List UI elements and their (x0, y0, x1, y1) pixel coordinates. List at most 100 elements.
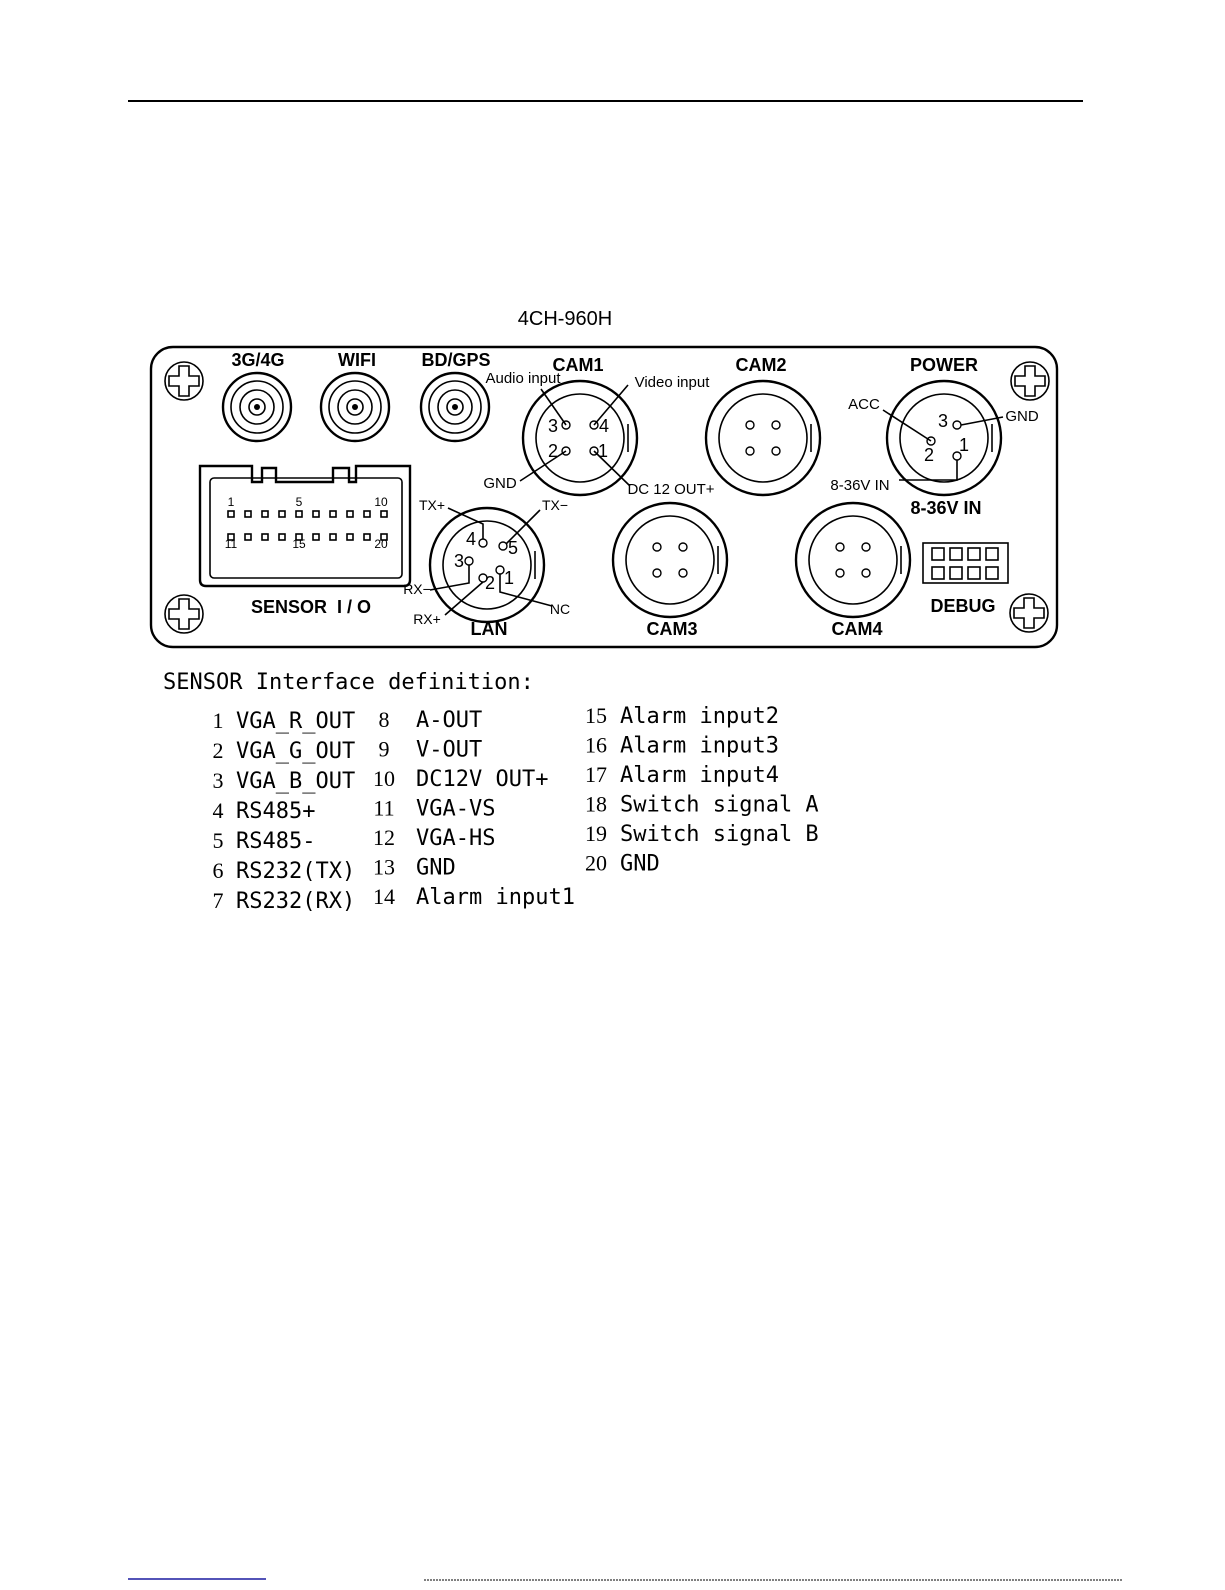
pin-def-name: Switch signal A (620, 793, 819, 818)
pin-def-name: VGA-HS (416, 826, 495, 851)
cam1-connector: CAM1 3 4 2 1 Audio input Video input GND… (483, 355, 714, 498)
pin-def-number: 17 (585, 762, 607, 787)
sensor-pin-6 (312, 510, 320, 518)
pin-def-number: 14 (373, 884, 395, 909)
pin-def-name: VGA_G_OUT (236, 739, 355, 764)
pin-def-number: 5 (213, 828, 224, 853)
definition-title: SENSOR Interface definition: (163, 670, 534, 695)
lan-nc: NC (550, 601, 570, 617)
sensor-pin-14 (278, 533, 286, 541)
sensor-pin-13 (261, 533, 269, 541)
pin-def-name: RS485+ (236, 799, 315, 824)
pin-def-name: RS232(RX) (236, 889, 355, 914)
sensor-io-connector: 1 5 10 11 15 20 SENSOR I / O (198, 464, 412, 617)
pin-def-number: 6 (213, 858, 224, 883)
pin-def-number: 11 (373, 796, 394, 821)
lan-tx-minus: TX− (542, 497, 568, 513)
pin-def-number: 8 (379, 707, 390, 732)
pin-def-number: 2 (213, 738, 224, 763)
pin-def-number: 1 (213, 708, 224, 733)
debug-pin (931, 547, 945, 561)
sensor-pin-11 (227, 533, 235, 541)
power-pin1: 1 (959, 435, 969, 455)
lan-pin1: 1 (504, 568, 514, 588)
pin-def-name: GND (416, 856, 456, 881)
sensor-pin-10 (380, 510, 388, 518)
cam1-pin4: 4 (599, 416, 609, 436)
cam1-label: CAM1 (552, 355, 603, 375)
sensor-num-5: 5 (296, 495, 303, 509)
debug-pin (949, 566, 963, 580)
sensor-pin-20 (380, 533, 388, 541)
cam1-dc-out: DC 12 OUT+ (627, 481, 714, 498)
sensor-pin-17 (329, 533, 337, 541)
sensor-pin-7 (329, 510, 337, 518)
pin-def-number: 16 (585, 733, 607, 758)
debug-pin (985, 547, 999, 561)
antenna-3g4g-label: 3G/4G (231, 350, 284, 370)
sensor-pin-19 (363, 533, 371, 541)
lan-pin3: 3 (454, 551, 464, 571)
sensor-pin-3 (261, 510, 269, 518)
sensor-label: SENSOR I / O (251, 597, 371, 617)
cam4-label: CAM4 (831, 619, 882, 639)
pin-def-name: Alarm input3 (620, 734, 779, 759)
power-sub-label: 8-36V IN (910, 498, 981, 518)
lan-label: LAN (471, 619, 508, 639)
cam1-pin3: 3 (548, 416, 558, 436)
pin-def-number: 3 (213, 768, 224, 793)
sensor-pin-1 (227, 510, 235, 518)
sensor-pin-18 (346, 533, 354, 541)
pin-def-number: 19 (585, 821, 607, 846)
lan-pin4: 4 (466, 529, 476, 549)
debug-port: DEBUG (922, 542, 1009, 616)
power-label: POWER (910, 355, 978, 375)
sensor-pin-12 (244, 533, 252, 541)
screw-bottom-right-icon (1009, 593, 1049, 633)
sensor-num-15: 15 (292, 537, 306, 551)
power-pin3: 3 (938, 411, 948, 431)
screw-bottom-left-icon (164, 594, 204, 634)
debug-pin (949, 547, 963, 561)
pin-def-number: 4 (213, 798, 224, 823)
lan-rx-plus: RX+ (413, 611, 441, 627)
pin-def-name: VGA_R_OUT (236, 709, 355, 734)
pin-def-number: 18 (585, 792, 607, 817)
power-acc: ACC (848, 396, 880, 413)
sensor-num-11: 11 (225, 537, 238, 551)
screw-top-right-icon (1010, 361, 1050, 401)
pin-def-name: A-OUT (416, 708, 482, 733)
sensor-pin-16 (312, 533, 320, 541)
power-connector: POWER 3 2 1 ACC GND 8-36V IN 8-36V IN (830, 355, 1038, 518)
pin-def-name: V-OUT (416, 738, 482, 763)
antenna-3g4g: 3G/4G (221, 350, 293, 443)
sensor-num-20: 20 (374, 537, 388, 551)
pin-def-number: 13 (373, 855, 395, 880)
sensor-pin-8 (346, 510, 354, 518)
pin-def-name: GND (620, 852, 660, 877)
pin-def-number: 10 (373, 766, 395, 791)
antenna-bdgps: BD/GPS (419, 350, 491, 443)
pin-def-number: 20 (585, 851, 607, 876)
pin-def-number: 12 (373, 825, 395, 850)
debug-pin (931, 566, 945, 580)
cam1-pin1: 1 (598, 441, 608, 461)
cam2-connector: CAM2 (704, 355, 822, 497)
pin-def-number: 9 (379, 737, 390, 762)
debug-pin (967, 547, 981, 561)
debug-pin (967, 566, 981, 580)
antenna-bdgps-label: BD/GPS (421, 350, 490, 370)
antenna-wifi: WIFI (319, 350, 391, 443)
cam3-connector: CAM3 (611, 501, 729, 639)
pin-def-number: 15 (585, 703, 607, 728)
lan-pin2: 2 (485, 573, 495, 593)
lan-rx-minus: RX− (403, 581, 431, 597)
debug-label: DEBUG (930, 596, 995, 616)
pin-def-number: 7 (213, 888, 224, 913)
cam1-gnd: GND (483, 475, 517, 492)
cam3-label: CAM3 (646, 619, 697, 639)
cam1-audio-input: Audio input (485, 370, 561, 387)
